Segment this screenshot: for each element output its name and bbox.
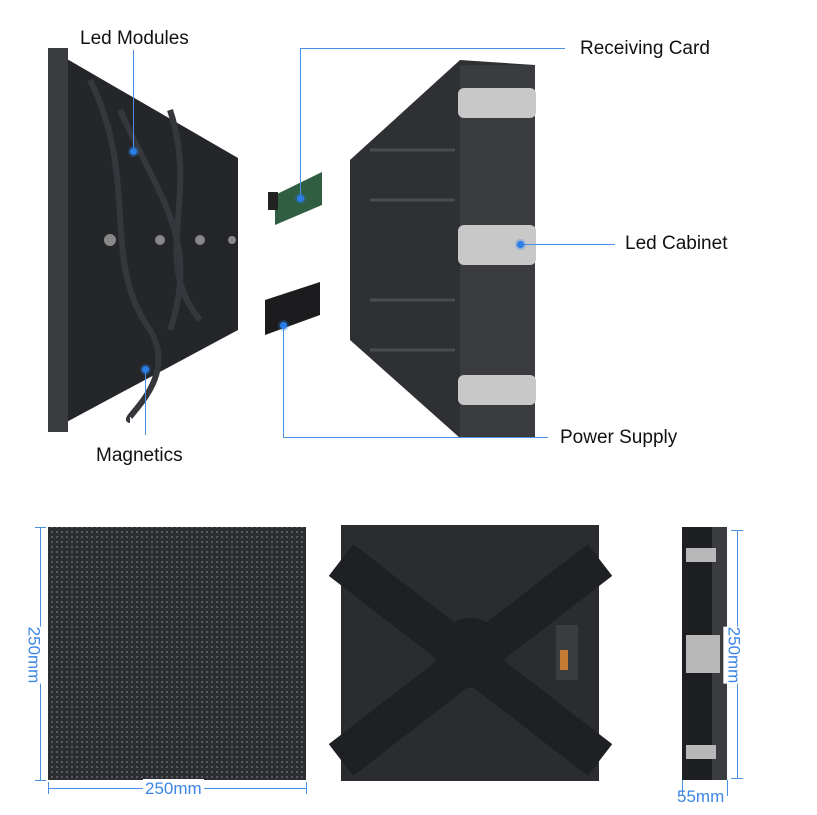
- led-module-panel: [48, 48, 238, 432]
- power-supply-marker-dot: [280, 322, 287, 329]
- callout-magnetics: Magnetics: [96, 445, 183, 466]
- magnetics-marker-dot: [142, 366, 149, 373]
- led-cabinet-marker-dot: [517, 241, 524, 248]
- receiving-card-marker-dot: [297, 195, 304, 202]
- side-height-label: 250mm: [723, 626, 744, 684]
- callout-power-supply: Power Supply: [560, 427, 678, 448]
- callout-led-modules: Led Modules: [80, 28, 189, 49]
- front-width-label: 250mm: [143, 779, 204, 799]
- callout-receiving-card: Receiving Card: [580, 38, 710, 59]
- led-modules-marker-dot: [130, 148, 137, 155]
- module-front-view: [48, 527, 306, 780]
- callout-led-cabinet: Led Cabinet: [625, 233, 728, 254]
- front-height-label: 250mm: [23, 626, 44, 684]
- side-depth-label: 55mm: [677, 787, 725, 806]
- power-supply-unit: [265, 282, 320, 335]
